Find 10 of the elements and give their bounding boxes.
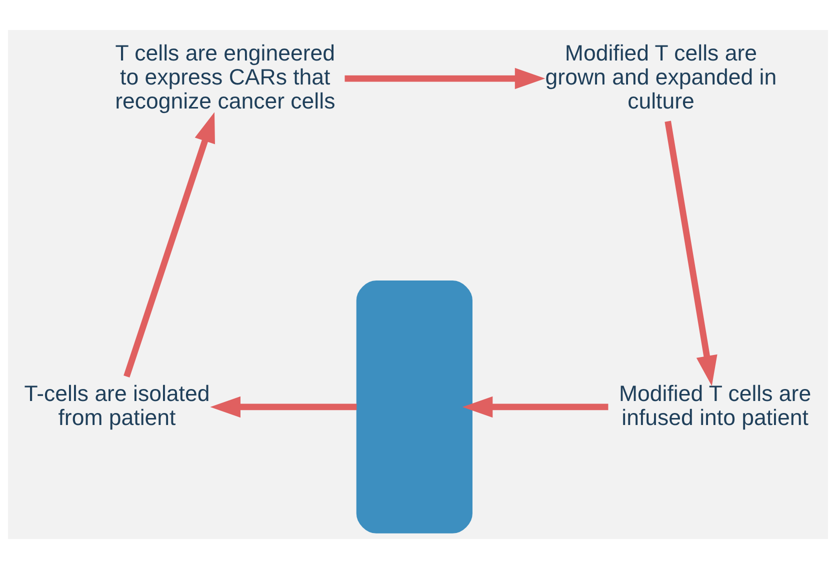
arrow [462,396,608,418]
arrow [210,396,357,418]
arrow [344,67,546,89]
node-text: T cells are engineered to express CARs that recognize cancer cells [115,40,336,113]
arrow [124,112,215,377]
arrow [664,120,718,386]
node-text: T-cells are isolated from patient [24,380,210,430]
node-text: Modified T cells are infused into patient [618,380,812,430]
node-person [356,280,472,533]
node-text: Modified T cells are grown and expanded in culture [545,40,777,113]
